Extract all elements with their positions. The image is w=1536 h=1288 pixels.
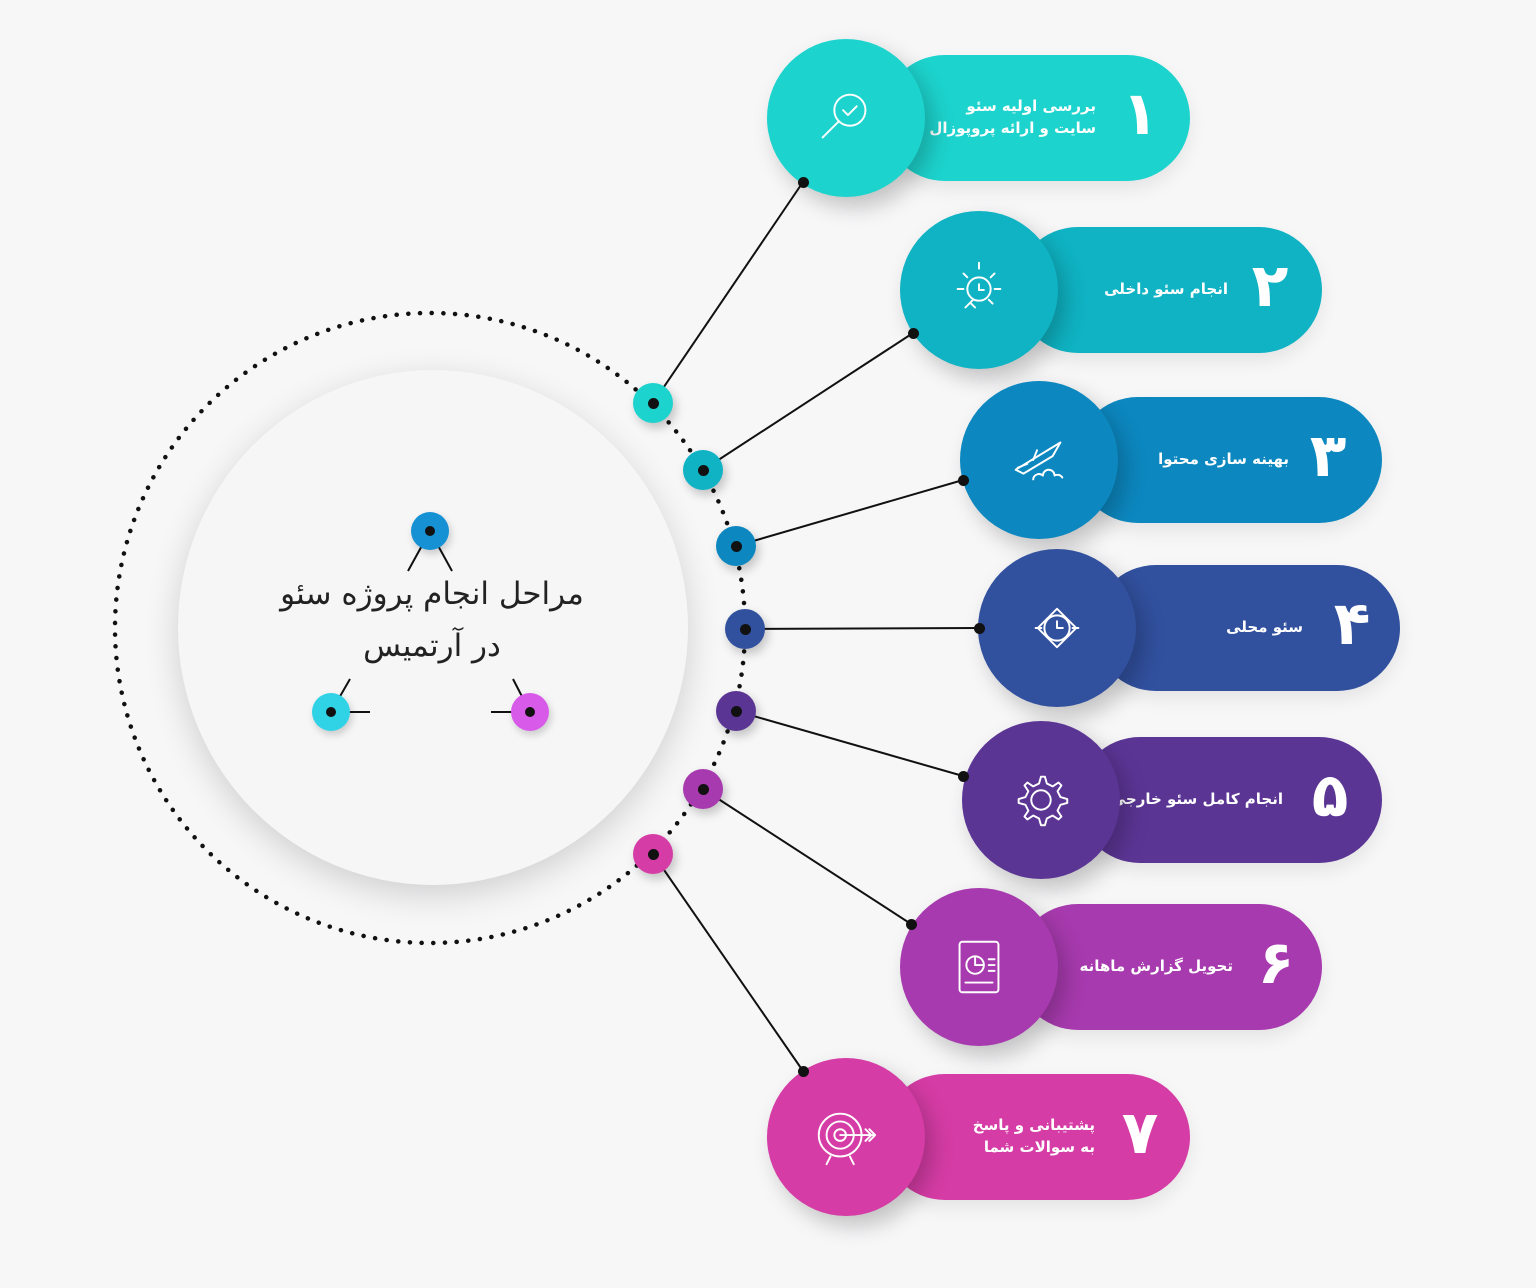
circle-anchor-dot xyxy=(797,1065,809,1077)
center-circle xyxy=(178,370,688,885)
orbit-dot-center xyxy=(730,540,742,552)
circle-anchor-dot xyxy=(957,474,969,486)
step-7-number: ۷ xyxy=(1121,1098,1159,1168)
magnifier-check-icon xyxy=(821,93,867,139)
watch-icon xyxy=(1034,607,1080,649)
circle-anchor-dot xyxy=(905,918,917,930)
step-4-number: ۴ xyxy=(1333,589,1371,659)
circle-anchor-dot xyxy=(957,770,969,782)
circle-anchor-dot xyxy=(797,176,809,188)
step-3-circle xyxy=(960,381,1118,539)
step-7-bar xyxy=(882,1074,1190,1200)
target-icon xyxy=(817,1112,877,1166)
step-3-bar xyxy=(1075,397,1382,523)
gear-icon xyxy=(1017,775,1069,827)
connector-line xyxy=(702,332,914,471)
step-4-bar xyxy=(1093,565,1400,691)
step-6-bar xyxy=(1015,904,1322,1030)
orbit-dot-center xyxy=(730,705,742,717)
step-6-circle xyxy=(900,888,1058,1046)
connector-line xyxy=(735,479,964,547)
step-1-bar xyxy=(882,55,1190,181)
connector-line xyxy=(744,627,980,630)
orbit-dot-center xyxy=(697,464,709,476)
orbit-dot-center xyxy=(739,623,751,635)
step-5-bar xyxy=(1077,737,1382,863)
step-5-circle xyxy=(962,721,1120,879)
connector-line xyxy=(702,788,912,925)
circle-anchor-dot xyxy=(973,622,985,634)
rocket-icon xyxy=(1014,441,1064,481)
step-2-text: انجام سئو داخلی xyxy=(1104,280,1228,298)
connector-line xyxy=(652,853,804,1072)
circle-anchor-dot xyxy=(907,327,919,339)
step-2-bar xyxy=(1015,227,1322,353)
step-1-number: ۱ xyxy=(1121,79,1159,149)
step-1-circle xyxy=(767,39,925,197)
step-7-text: پشتیبانی و پاسخ به سوالات شما xyxy=(972,1116,1095,1156)
step-7-circle xyxy=(767,1058,925,1216)
step-2-circle xyxy=(900,211,1058,369)
step-6-text: تحویل گزارش ماهانه xyxy=(1079,957,1233,975)
orbit-dot-center xyxy=(647,848,659,860)
step-5-number: ۵ xyxy=(1311,761,1349,831)
step-6-number: ۶ xyxy=(1257,928,1295,998)
step-3-number: ۳ xyxy=(1309,421,1347,491)
connector-line xyxy=(652,181,804,404)
step-4-circle xyxy=(978,549,1136,707)
center-title: مراحل انجام پروژه سئو در آرتمیس xyxy=(280,576,584,664)
step-4-text: سئو محلی xyxy=(1226,618,1303,636)
connector-line xyxy=(735,710,964,777)
step-2-number: ۲ xyxy=(1251,251,1289,321)
report-chart-icon xyxy=(958,940,1000,994)
orbit-dot-center xyxy=(697,783,709,795)
step-1-text: بررسی اولیه سئو سایت و ارائه پروپوزال xyxy=(929,97,1096,137)
step-3-text: بهینه سازی محتوا xyxy=(1158,450,1289,468)
orbit-dot-center xyxy=(647,397,659,409)
lightbulb-icon xyxy=(956,261,1002,309)
step-5-text: انجام کامل سئو خارجی xyxy=(1110,790,1283,808)
